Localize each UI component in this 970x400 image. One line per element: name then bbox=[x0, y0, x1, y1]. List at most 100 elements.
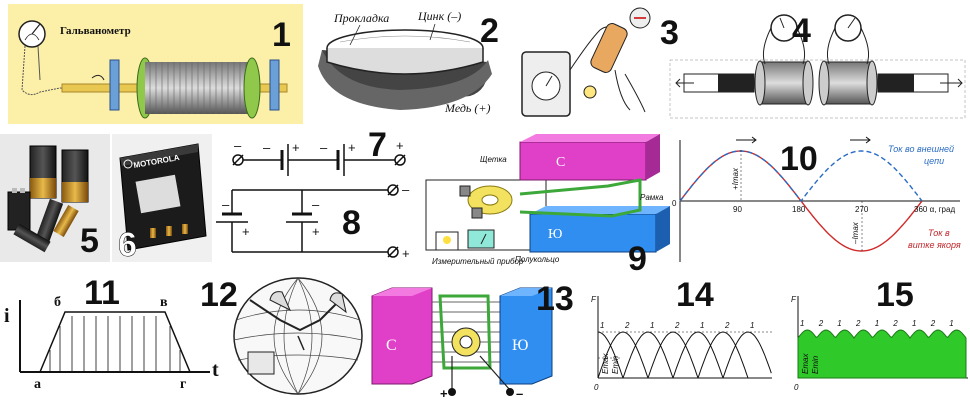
panel-1-number: 1 bbox=[272, 16, 291, 54]
hand-left-icon bbox=[269, 291, 292, 312]
wire-loop bbox=[249, 299, 341, 332]
panel-7-plus-2: + bbox=[348, 140, 356, 155]
brand-logo-icon bbox=[123, 159, 133, 169]
panel-4-number: 4 bbox=[792, 12, 811, 50]
panel-8-minus-b: – bbox=[312, 197, 320, 212]
panel-2-voltaic-cell: Прокладка Цинк (–) Медь (+) 2 bbox=[318, 9, 499, 115]
terminal-minus-13 bbox=[506, 388, 514, 396]
chart15-peak-label: 2 bbox=[855, 319, 861, 328]
battery-aa-1 bbox=[34, 198, 64, 246]
chart14-origin: 0 bbox=[594, 383, 599, 392]
chart11-point-v: в bbox=[160, 295, 168, 310]
panel-12-globe-experiment: 12 bbox=[200, 276, 363, 395]
chart15-emin: Emin bbox=[811, 355, 820, 374]
chart11-x-label: t bbox=[212, 359, 219, 381]
chart10-legend-external-2: цепи bbox=[924, 156, 944, 166]
battery-aa-3 bbox=[53, 205, 79, 237]
chart11-trapezoid bbox=[39, 311, 191, 373]
chart10-legend-external-1: Ток во внешней bbox=[888, 144, 954, 154]
panel-14-number: 14 bbox=[676, 276, 714, 314]
arrow-left-icon bbox=[675, 78, 694, 88]
copper-label: Медь (+) bbox=[444, 101, 490, 115]
frame-label: Рамка bbox=[640, 193, 664, 202]
coil-winding bbox=[145, 62, 250, 114]
panel-8-minus-a: – bbox=[222, 197, 230, 212]
panel-1-galvanometer-coil: Гальванометр 1 bbox=[8, 4, 303, 124]
chart10-tick-180: 180 bbox=[792, 205, 806, 214]
chart14-arch bbox=[647, 331, 699, 379]
lamp-icon bbox=[583, 85, 597, 99]
panel-9-number: 9 bbox=[628, 240, 647, 278]
panel-13-generator: С Ю + – 13 bbox=[371, 280, 574, 400]
panel-2-number: 2 bbox=[480, 12, 499, 50]
contact-3 bbox=[182, 224, 188, 234]
panel-7-number: 7 bbox=[368, 126, 387, 164]
chart14-arch bbox=[672, 331, 724, 379]
panel-8-number: 8 bbox=[342, 204, 361, 242]
chart11-arrows bbox=[49, 316, 181, 372]
panel-7-plus-1: + bbox=[292, 140, 300, 155]
coil-icon bbox=[590, 23, 628, 73]
pole-s-13-label: С bbox=[386, 337, 397, 354]
hand-right-icon bbox=[329, 292, 347, 314]
chart10-origin: 0 bbox=[672, 199, 677, 208]
coil-flange-right bbox=[243, 57, 261, 119]
bearing-left bbox=[109, 59, 120, 111]
panel-7-minus-2: – bbox=[263, 140, 271, 155]
meter-icon bbox=[467, 229, 495, 249]
rotation-arrow-icon bbox=[91, 74, 105, 81]
chart10-tick-90: 90 bbox=[733, 205, 742, 214]
chart15-peak-label: 2 bbox=[892, 319, 898, 328]
terminal-plus-13-label: + bbox=[440, 386, 448, 400]
chart15-peak-label: 1 bbox=[875, 319, 879, 328]
brush-label: Щетка bbox=[480, 155, 507, 164]
galvanometer-box-icon bbox=[247, 351, 275, 375]
tongs-icon bbox=[614, 69, 646, 113]
panel-3-battery-experiment: 3 bbox=[521, 7, 679, 117]
chart11-point-g: г bbox=[180, 377, 186, 392]
chart14-emax: Emax bbox=[601, 353, 610, 374]
chart14-peak-label: 2 bbox=[724, 321, 730, 330]
chart15-y-label: F bbox=[791, 295, 797, 304]
pole-n-label: Ю bbox=[548, 227, 562, 242]
panel-13-number: 13 bbox=[536, 280, 574, 318]
direction-arrow-1-icon bbox=[736, 136, 757, 144]
chart14-arches bbox=[597, 331, 772, 379]
chart11-y-label: i bbox=[4, 305, 10, 327]
panel-7-plus-3: + bbox=[396, 138, 404, 153]
panel-3-number: 3 bbox=[660, 14, 679, 52]
galvanometer-label: Гальванометр bbox=[60, 25, 131, 37]
panel-8-plus-a: + bbox=[242, 224, 250, 239]
pole-s-label: С bbox=[556, 155, 565, 170]
chart11-point-a: а bbox=[34, 377, 41, 392]
chart14-peak-label: 2 bbox=[624, 321, 630, 330]
zinc-label: Цинк (–) bbox=[417, 9, 461, 23]
panel-6-number: 6 bbox=[118, 226, 137, 264]
chart15-filled-emf bbox=[797, 329, 967, 379]
panel-6-battery-pack: MOTOROLA 6 bbox=[112, 134, 212, 264]
battery-9v bbox=[7, 191, 31, 231]
direction-arrow-2-icon bbox=[850, 136, 871, 144]
chart14-arch bbox=[722, 331, 772, 379]
brush-top bbox=[459, 185, 471, 197]
contact-2 bbox=[166, 226, 172, 236]
panel-9-dc-generator: С Ю Щетка Рамка Измерительный прибор Пол… bbox=[425, 134, 670, 278]
chart14-emin: Emin bbox=[611, 355, 620, 374]
chart14-peak-label: 1 bbox=[600, 321, 604, 330]
contact-1 bbox=[150, 228, 156, 238]
panel-7-minus-1: – bbox=[234, 138, 242, 153]
chart14-peak-label: 1 bbox=[750, 321, 754, 330]
chart15-peak-label: 1 bbox=[949, 319, 953, 328]
coil-left bbox=[759, 61, 809, 105]
chart11-point-b: б bbox=[54, 295, 61, 310]
panel-4-magnet-induction: 4 bbox=[669, 12, 966, 119]
panel-7-minus-3: – bbox=[320, 140, 328, 155]
terminal-minus-13-label: – bbox=[516, 386, 523, 400]
chart15-peak-label: 1 bbox=[837, 319, 841, 328]
brush-bottom bbox=[471, 207, 483, 219]
panel-15-number: 15 bbox=[876, 276, 914, 314]
pole-s bbox=[519, 141, 647, 181]
armature-frame bbox=[519, 178, 642, 218]
